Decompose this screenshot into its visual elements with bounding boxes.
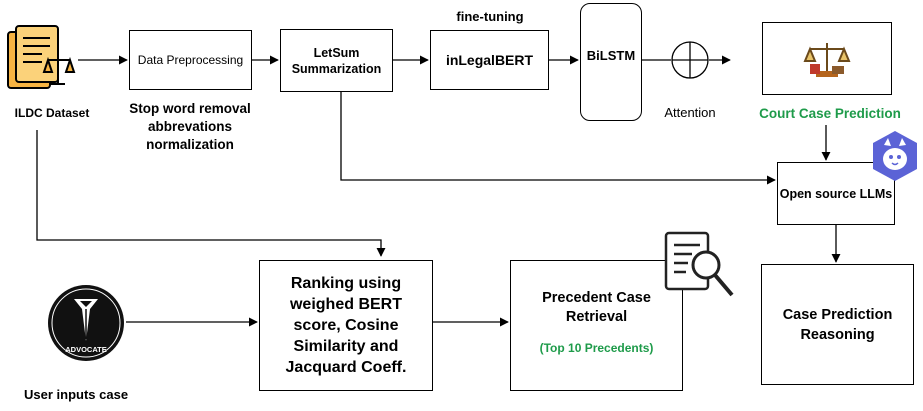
summarization-box: LetSum Summarization <box>280 29 393 92</box>
advocate-badge-icon: ADVOCATE <box>48 285 124 361</box>
bilstm-title: BiLSTM <box>586 48 636 63</box>
ranking-line-2: weighed BERT <box>289 296 402 313</box>
ranking-line-3: score, Cosine <box>293 317 399 334</box>
summarization-title-line1: LetSum <box>313 45 360 60</box>
reasoning-box: Case Prediction Reasoning <box>761 264 914 385</box>
court-prediction-box <box>762 22 892 95</box>
reasoning-title-line1: Case Prediction <box>782 306 893 323</box>
retrieval-title-line2: Retrieval <box>565 309 628 325</box>
llm-logo-icon <box>873 131 917 181</box>
scales-of-justice-icon <box>803 42 851 77</box>
summarization-title-line2: Summarization <box>291 61 382 76</box>
retrieval-box: Precedent Case Retrieval (Top 10 Precede… <box>510 260 683 391</box>
ranking-line-5: Jacquard Coeff. <box>285 359 407 376</box>
finetuning-label: fine-tuning <box>456 9 524 24</box>
preprocessing-notes: Stop word removal abbrevations normaliza… <box>110 100 270 154</box>
attention-label: Attention <box>664 105 716 120</box>
attention-junction-icon <box>671 41 709 79</box>
note-normalization: normalization <box>146 137 234 152</box>
reasoning-title-line2: Reasoning <box>800 326 875 343</box>
llm-title: Open source LLMs <box>779 186 893 201</box>
inlegalbert-title: inLegalBERT <box>445 52 534 68</box>
court-prediction-label: Court Case Prediction <box>759 106 901 121</box>
note-stopword: Stop word removal <box>129 101 251 116</box>
document-stack-icon <box>7 25 76 89</box>
ranking-line-4: Similarity and <box>293 338 399 355</box>
dataset-label: ILDC Dataset <box>14 106 90 120</box>
inlegalbert-box: inLegalBERT <box>430 30 549 90</box>
retrieval-title-line1: Precedent Case <box>542 290 651 306</box>
arrow-dataset-to-ranking <box>36 130 386 257</box>
advocate-badge-text: ADVOCATE <box>65 345 107 354</box>
preprocessing-box: Data Preprocessing <box>129 30 252 90</box>
arrow-summarization-to-llm <box>340 92 776 185</box>
preprocessing-title: Data Preprocessing <box>137 53 244 67</box>
document-search-icon <box>664 231 734 297</box>
ranking-line-1: Ranking using <box>290 275 402 292</box>
user-inputs-label: User inputs case <box>24 387 129 402</box>
ranking-box: Ranking using weighed BERT score, Cosine… <box>259 260 433 391</box>
note-abbreviations: abbrevations <box>147 119 233 134</box>
retrieval-subtitle: (Top 10 Precedents) <box>539 341 654 355</box>
bilstm-box: BiLSTM <box>580 3 642 121</box>
llm-box: Open source LLMs <box>777 162 895 225</box>
